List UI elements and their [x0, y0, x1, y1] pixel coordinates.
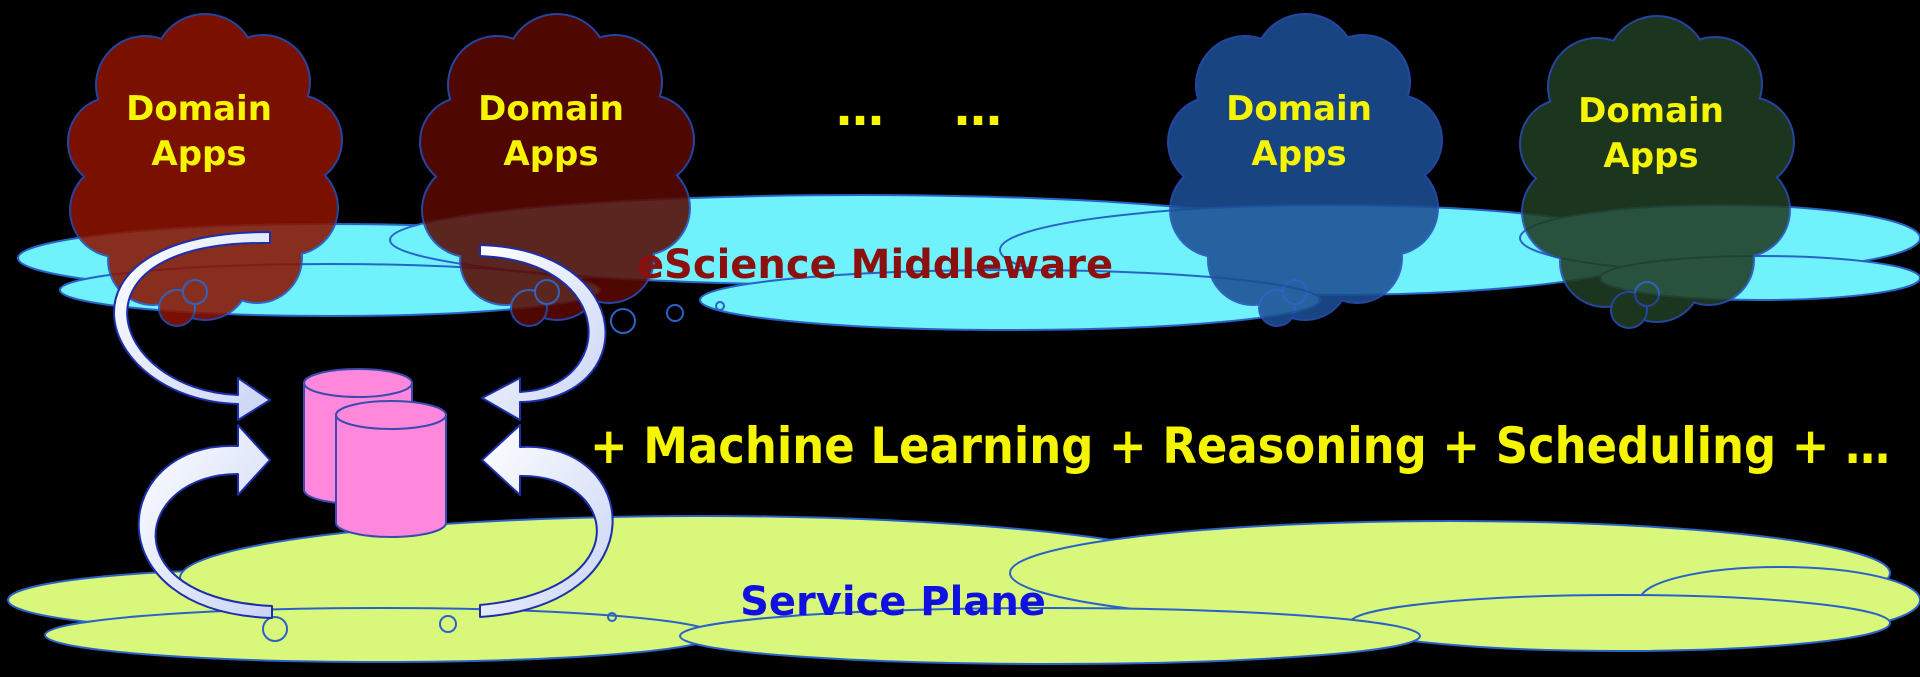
capabilities-line: + Machine Learning + Reasoning + Schedul…	[590, 417, 1890, 475]
domain-cloud-line2: Apps	[151, 134, 246, 174]
domain-cloud-line2: Apps	[1251, 134, 1346, 174]
domain-apps-cloud	[1519, 15, 1795, 329]
domain-cloud-line1: Domain	[126, 89, 272, 129]
ellipsis-right: …	[954, 81, 1002, 137]
arrow-bottom-right	[479, 424, 614, 618]
service-plane-label: Service Plane	[740, 579, 1046, 625]
database-cylinder-front	[335, 400, 447, 538]
domain-cloud-line1: Domain	[478, 89, 624, 129]
arrow-top-left	[113, 231, 271, 421]
middleware-label: eScience Middleware	[637, 242, 1113, 288]
ellipsis-left: …	[836, 81, 884, 137]
arrow-bottom-left	[137, 424, 273, 619]
domain-apps-cloud	[67, 13, 343, 327]
curved-arrows	[113, 231, 614, 619]
domain-cloud-line1: Domain	[1226, 89, 1372, 129]
database-cylinders	[303, 368, 447, 538]
domain-apps-cloud	[419, 13, 695, 327]
domain-cloud-line1: Domain	[1578, 91, 1724, 131]
service-plane-cloud	[7, 515, 1920, 665]
arrow-top-right	[479, 244, 607, 421]
domain-cloud-line2: Apps	[503, 134, 598, 174]
thought-bubbles	[262, 301, 725, 642]
domain-apps-cloud	[1167, 13, 1443, 327]
domain-cloud-line2: Apps	[1603, 136, 1698, 176]
